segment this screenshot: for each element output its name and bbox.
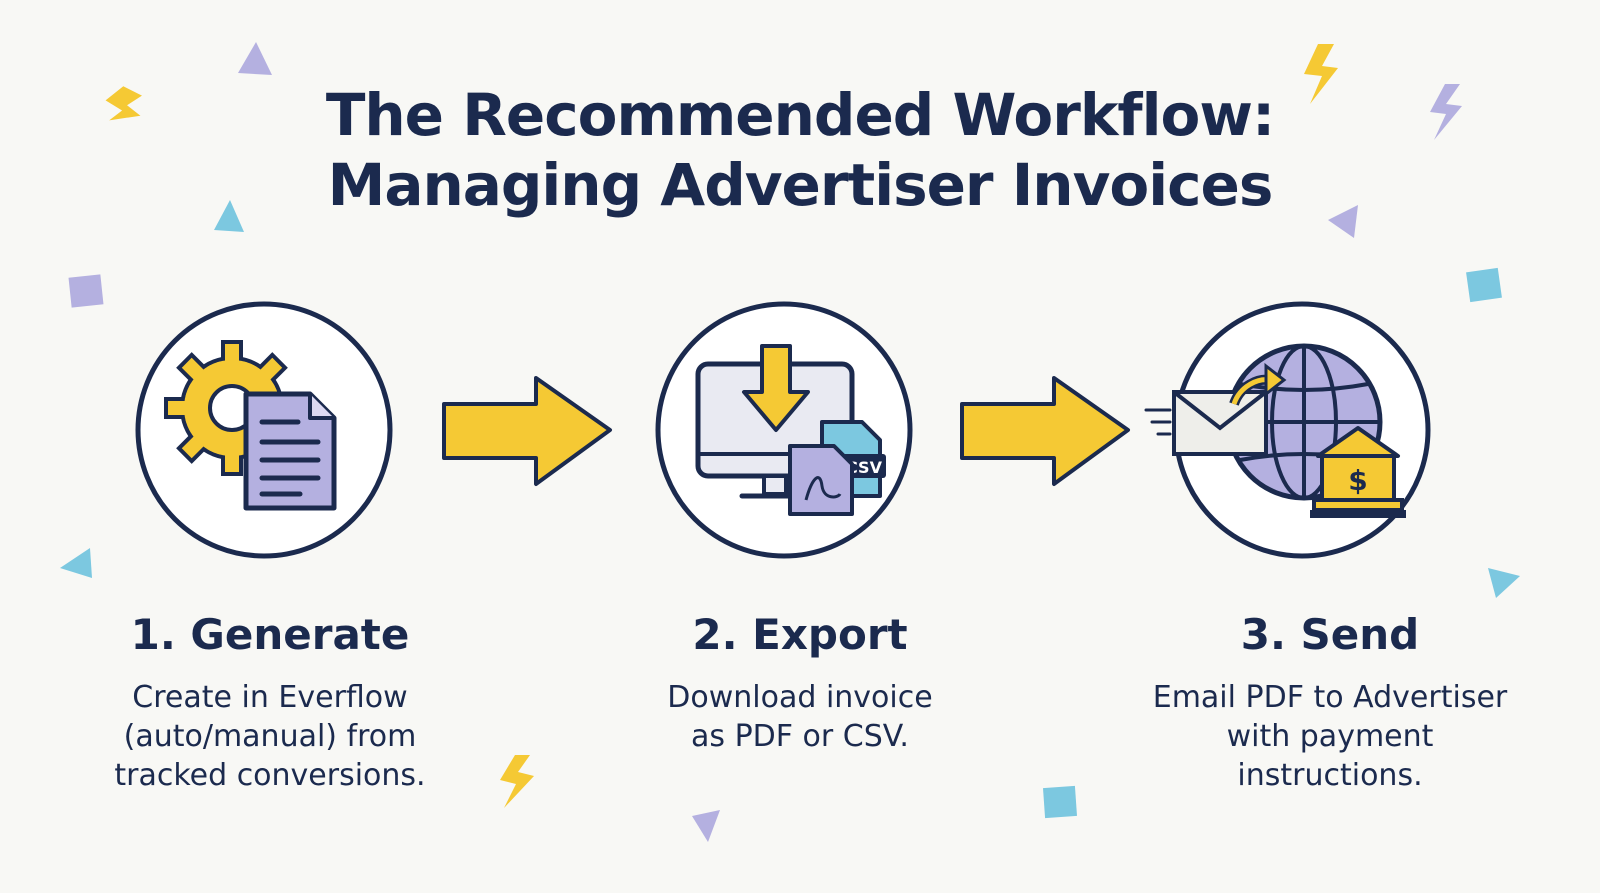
bank-dollar-symbol: $	[1348, 464, 1367, 497]
confetti-square	[68, 274, 104, 308]
confetti-triangle	[1488, 568, 1520, 598]
step-1-desc-line: (auto/manual) from	[123, 719, 417, 754]
step-3-heading: 3. Send	[1240, 610, 1420, 659]
confetti-lightning-icon	[1430, 84, 1462, 140]
arrow-1-icon	[442, 376, 612, 486]
csv-label: CSV	[846, 458, 883, 477]
confetti-square	[1042, 785, 1078, 819]
gear-document-icon	[164, 340, 337, 511]
step-2-description: Download invoice as PDF or CSV.	[590, 678, 1010, 756]
confetti-square	[1466, 267, 1502, 303]
step-2-desc-line: Download invoice	[667, 680, 933, 715]
arrow-2-icon	[960, 376, 1130, 486]
confetti-triangle	[1328, 205, 1358, 238]
step-3-desc-line: with payment	[1226, 719, 1434, 754]
step-1-desc-line: tracked conversions.	[114, 758, 426, 793]
step-1-description: Create in Everflow (auto/manual) from tr…	[60, 678, 480, 795]
confetti-decorations	[60, 42, 1520, 842]
step-3-desc-line: instructions.	[1237, 758, 1423, 793]
confetti-triangle	[692, 810, 720, 842]
step-1-heading: 1. Generate	[130, 610, 410, 659]
confetti-triangle	[214, 200, 244, 232]
monitor-download-icon: CSV	[695, 344, 886, 516]
step-1-desc-line: Create in Everflow	[132, 680, 408, 715]
confetti-triangle	[238, 42, 272, 75]
confetti-triangle	[60, 548, 92, 578]
page-title-line-1: The Recommended Workflow:	[325, 81, 1275, 149]
step-2-heading: 2. Export	[692, 610, 908, 659]
step-3-description: Email PDF to Advertiser with payment ins…	[1120, 678, 1540, 795]
email-globe-bank-icon: $	[1144, 343, 1406, 518]
confetti-lightning-icon	[500, 755, 534, 808]
confetti-lightning-icon	[1304, 44, 1338, 104]
step-3-desc-line: Email PDF to Advertiser	[1152, 680, 1508, 715]
step-2-desc-line: as PDF or CSV.	[691, 719, 909, 754]
confetti-lightning-icon	[105, 86, 142, 121]
page-title-line-2: Managing Advertiser Invoices	[327, 151, 1274, 219]
